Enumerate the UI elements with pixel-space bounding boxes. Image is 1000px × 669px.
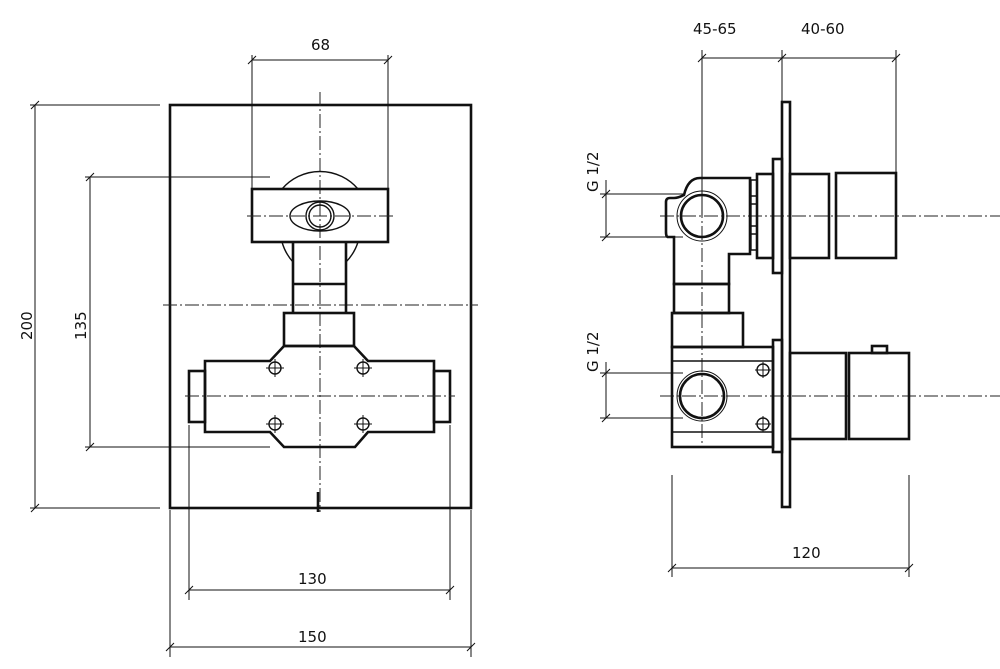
side-mounting-holes xyxy=(755,362,771,432)
handle-hub-outer xyxy=(305,201,335,231)
temperature-stop-button xyxy=(870,344,889,355)
dimension-130: 130 xyxy=(184,425,455,600)
dimension-g-half-lower: G 1/2 xyxy=(584,331,683,423)
side-view: 45-65 40-60 G 1/2 G 1/2 120 xyxy=(584,20,1000,577)
upper-handle xyxy=(834,171,898,260)
dim-label-68: 68 xyxy=(311,36,330,54)
mounting-holes xyxy=(266,359,372,433)
dimension-150: 150 xyxy=(165,510,476,657)
dim-label-40-60: 40-60 xyxy=(801,20,845,38)
dim-label-135: 135 xyxy=(72,311,90,340)
lower-handle-sleeve xyxy=(788,351,848,441)
dimension-g-half-upper: G 1/2 xyxy=(584,151,683,242)
dimension-68: 68 xyxy=(247,36,393,189)
handle-eye xyxy=(289,200,351,232)
stem-block xyxy=(282,311,356,348)
dim-label-45-65: 45-65 xyxy=(693,20,737,38)
dim-label-130: 130 xyxy=(298,570,327,588)
cover-plate-side xyxy=(780,100,792,509)
front-view: 68 200 135 130 150 xyxy=(18,36,478,657)
dim-label-200: 200 xyxy=(18,311,36,340)
dimension-200: 200 xyxy=(18,100,160,513)
elbow-body xyxy=(664,176,752,286)
side-stem-block xyxy=(670,311,745,349)
stem xyxy=(291,242,348,313)
thread-label-upper: G 1/2 xyxy=(584,151,602,192)
lower-body-edges xyxy=(672,360,773,433)
dim-label-120: 120 xyxy=(792,544,821,562)
upper-nut xyxy=(755,172,775,260)
dimension-120: 120 xyxy=(667,475,914,577)
dimension-45-65: 45-65 40-60 xyxy=(693,20,901,216)
valve-body xyxy=(203,344,436,449)
thread-label-lower: G 1/2 xyxy=(584,331,602,372)
lower-outlet xyxy=(678,372,726,420)
upper-handle-sleeve xyxy=(788,172,831,260)
lower-outlet-thread xyxy=(676,370,728,422)
lower-flange xyxy=(771,338,784,454)
dimension-135: 135 xyxy=(72,172,270,452)
dim-label-150: 150 xyxy=(298,628,327,646)
